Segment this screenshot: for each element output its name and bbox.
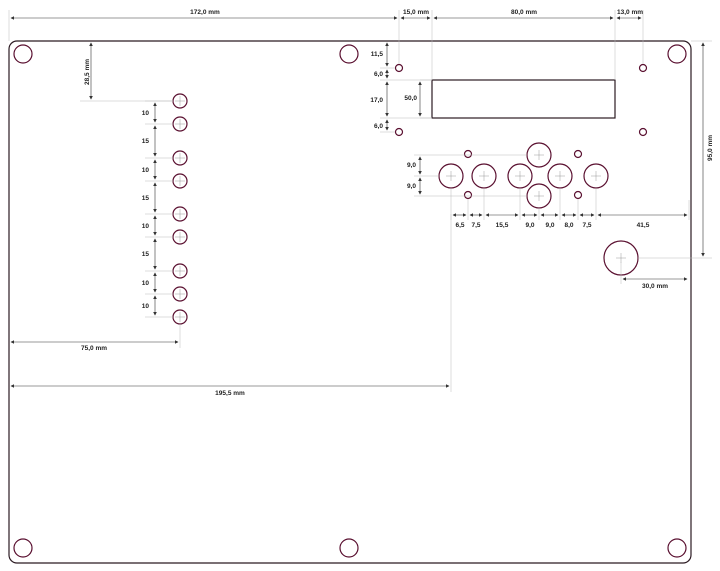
button-hole	[583, 163, 609, 189]
dimension-195-5: 195,5 mm	[215, 390, 245, 397]
dimension-95: 95,0 mm	[707, 135, 714, 161]
led-dim-label: 6,0	[374, 71, 383, 78]
mounting-hole	[13, 538, 33, 558]
row-gap-dimensions: 6,5 7,5 15,5 9,0 9,0 8,0 7,5 41,5	[450, 188, 690, 229]
button-hole	[526, 142, 552, 168]
mounting-hole	[339, 44, 359, 64]
jack-hole	[172, 229, 188, 245]
led-hole	[463, 190, 473, 200]
jack-hole	[172, 150, 188, 166]
button-hole	[438, 163, 464, 189]
row-gap-label: 15,5	[496, 222, 509, 229]
jack-hole	[172, 206, 188, 222]
row-gap-label: 6,5	[455, 222, 464, 229]
jack-column	[172, 93, 188, 325]
row-gap-label: 7,5	[582, 222, 591, 229]
led-dimensions: 11,5 6,0 17,0 6,0	[370, 42, 432, 133]
jack-hole	[172, 286, 188, 302]
column-gap-dimensions: 10 15 10 15 10 15 10 10	[142, 100, 173, 318]
led-hole	[638, 127, 648, 137]
col-gap-label: 10	[142, 110, 150, 117]
button-hole	[526, 183, 552, 209]
dimension-28-5: 28,5 mm	[84, 59, 91, 85]
led-dim-label: 17,0	[370, 97, 383, 104]
mounting-holes	[13, 44, 687, 558]
col-gap-label: 10	[142, 167, 150, 174]
row-gap-label: 9,0	[525, 222, 534, 229]
mounting-hole	[13, 44, 33, 64]
button-hole	[547, 163, 573, 189]
led-hole	[394, 127, 404, 137]
button-vertical-dimensions: 9,0 9,0	[407, 154, 527, 197]
mounting-hole	[339, 538, 359, 558]
led-hole	[394, 63, 404, 73]
button-hole	[471, 163, 497, 189]
col-gap-label: 15	[142, 251, 150, 258]
col-gap-label: 10	[142, 303, 150, 310]
jack-hole	[172, 93, 188, 109]
col-gap-label: 10	[142, 223, 150, 230]
col-gap-label: 15	[142, 138, 150, 145]
mounting-hole	[667, 538, 687, 558]
led-hole	[463, 149, 473, 159]
btn-dim-label: 9,0	[407, 162, 416, 169]
led-dim-label: 6,0	[374, 123, 383, 130]
dimension-15: 15,0 mm	[403, 9, 429, 16]
led-hole	[638, 63, 648, 73]
button-hole	[507, 163, 533, 189]
display-cutout	[431, 79, 616, 119]
jack-hole	[172, 309, 188, 325]
btn-dim-label: 9,0	[407, 183, 416, 190]
dimension-13: 13,0 mm	[617, 9, 643, 16]
dimension-172: 172,0 mm	[190, 9, 220, 16]
jack-hole	[172, 173, 188, 189]
dimension-80: 80,0 mm	[511, 9, 537, 16]
col-gap-label: 15	[142, 195, 150, 202]
dimension-75: 75,0 mm	[81, 345, 107, 352]
col-gap-label: 10	[142, 280, 150, 287]
dimension-30: 30,0 mm	[642, 283, 668, 290]
led-hole	[573, 149, 583, 159]
row-gap-label: 8,0	[564, 222, 573, 229]
panel-outline	[8, 40, 692, 564]
row-gap-label: 41,5	[637, 222, 650, 229]
mounting-hole	[667, 44, 687, 64]
led-dim-label: 11,5	[371, 51, 384, 58]
jack-hole	[172, 263, 188, 279]
jack-hole	[172, 116, 188, 132]
led-hole	[573, 190, 583, 200]
dimension-50: 50,0	[404, 95, 417, 102]
row-gap-label: 9,0	[545, 222, 554, 229]
row-gap-label: 7,5	[471, 222, 480, 229]
